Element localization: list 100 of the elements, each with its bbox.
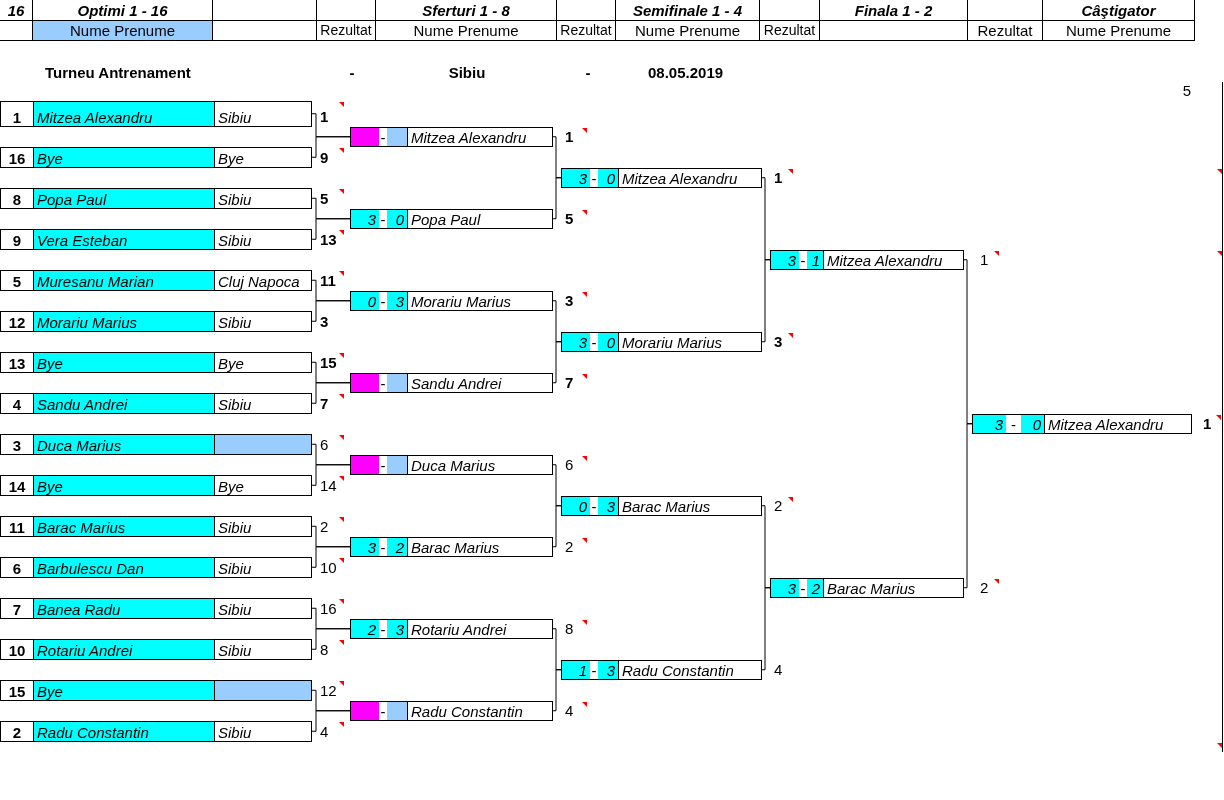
player-name: Radu Constantin (411, 703, 523, 720)
score-number: 3 (387, 619, 407, 638)
score-separator: - (1011, 416, 1016, 433)
score-separator: - (591, 334, 597, 351)
seed-number: 6 (12, 559, 22, 577)
score-separator: - (380, 621, 386, 638)
player-row (0, 147, 312, 168)
bracket-line (311, 382, 351, 404)
match-result-row (561, 331, 762, 352)
score-number: 2 (387, 537, 407, 556)
player-row (0, 229, 312, 250)
bracket-line (311, 218, 351, 240)
column-header: Nume Prenume (33, 21, 213, 41)
position-number: 13 (320, 230, 337, 248)
score-number: 3 (973, 414, 1006, 433)
player-name: Bye (34, 476, 214, 495)
player-name: Duca Marius (34, 435, 214, 454)
position-number: 15 (320, 353, 337, 371)
city-name: Bye (218, 149, 244, 167)
score-number: 3 (387, 291, 407, 310)
score-number: 0 (598, 168, 618, 187)
seed-number: 16 (8, 149, 26, 167)
position-number: 1 (1203, 415, 1212, 432)
match-result-row (770, 577, 964, 598)
bracket-line (311, 300, 351, 322)
player-name: Morariu Marius (411, 293, 512, 310)
round-header: Semifinale 1 - 4 (616, 0, 760, 21)
player-name: Barac Marius (827, 580, 916, 597)
player-name: Mitzea Alexandru (411, 129, 527, 146)
seed-number: 14 (8, 477, 26, 495)
position-number: 1 (980, 251, 989, 268)
match-result-row (350, 618, 553, 639)
score-number: 3 (771, 578, 799, 597)
city-name: Sibiu (218, 190, 252, 208)
position-number: 6 (565, 456, 574, 473)
position-number: 10 (320, 558, 337, 576)
player-name: Mitzea Alexandru (622, 170, 738, 187)
draw-size-header: 16 (0, 0, 33, 21)
player-name: Banea Radu (34, 599, 214, 618)
city-name: Bye (218, 354, 244, 372)
position-number: 8 (565, 620, 574, 637)
position-number: 16 (320, 599, 337, 617)
column-header: Rezultat (968, 21, 1043, 41)
score-number: 0 (1021, 414, 1044, 433)
position-number: 2 (320, 517, 329, 535)
bracket-line (761, 587, 771, 671)
city-name: Bye (218, 477, 244, 495)
player-name: Barbulescu Dan (34, 558, 214, 577)
position-number: 9 (320, 148, 329, 166)
bracket-line (552, 341, 562, 384)
score-separator: - (380, 539, 386, 556)
match-result-row (350, 208, 553, 229)
player-name: Popa Paul (411, 211, 481, 228)
player-name: Rotariu Andrei (34, 640, 214, 659)
score-separator: - (380, 375, 386, 392)
player-name: Sandu Andrei (411, 375, 502, 392)
seed-number: 3 (12, 436, 22, 454)
player-row (0, 101, 312, 127)
seed-number: 15 (8, 682, 26, 700)
position-number: 2 (565, 538, 574, 555)
column-header: Rezultat (760, 21, 820, 41)
column-header: Nume Prenume (616, 21, 760, 41)
score-number: 0 (598, 332, 618, 351)
bracket-line (761, 259, 771, 343)
winner-row (972, 413, 1192, 434)
match-result-row (350, 372, 553, 393)
city-name: Sibiu (218, 108, 252, 126)
player-name: Radu Constantin (622, 662, 734, 679)
column-header: Rezultat (317, 21, 376, 41)
round-header: Sferturi 1 - 8 (376, 0, 557, 21)
seed-number: 5 (12, 272, 22, 290)
separator-dash: - (585, 64, 591, 81)
column-header: Nume Prenume (1043, 21, 1195, 41)
seed-number: 13 (8, 354, 26, 372)
player-row (0, 311, 312, 332)
score-number: 3 (771, 250, 799, 269)
score-number: 0 (387, 209, 407, 228)
round-header: Câştigator (1043, 0, 1195, 21)
player-name: Muresanu Marian (34, 271, 214, 290)
player-name: Barac Marius (411, 539, 500, 556)
player-name: Mitzea Alexandru (827, 252, 943, 269)
position-number: 7 (565, 374, 574, 391)
bracket-line (552, 505, 562, 548)
score-separator: - (380, 703, 386, 720)
position-number: 3 (774, 333, 783, 350)
position-number: 14 (320, 476, 337, 494)
bracket-line (963, 423, 973, 589)
seed-number: 8 (12, 190, 22, 208)
match-result-row (350, 126, 553, 147)
city-name: Sibiu (218, 313, 252, 331)
score-separator: - (380, 457, 386, 474)
position-number: 1 (565, 128, 574, 145)
position-number: 8 (320, 640, 329, 658)
city-name: Sibiu (218, 518, 252, 536)
position-number: 2 (774, 497, 783, 514)
player-name: Morariu Marius (622, 334, 723, 351)
city-name: Cluj Napoca (218, 272, 300, 290)
score-separator: - (380, 129, 386, 146)
match-result-row (770, 249, 964, 270)
city-name: Sibiu (218, 559, 252, 577)
